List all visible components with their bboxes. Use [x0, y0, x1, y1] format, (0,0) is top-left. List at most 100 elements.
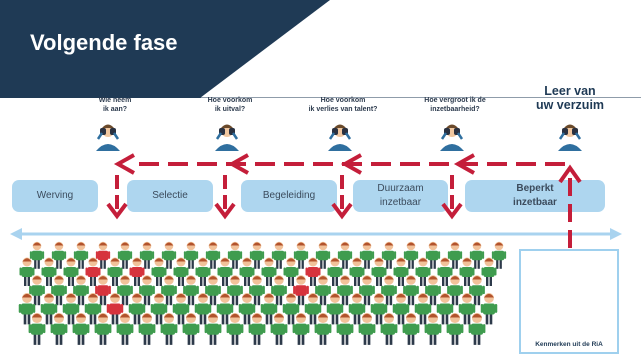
worker-figure-icon: [249, 241, 265, 269]
stage-werving: Werving: [12, 180, 98, 212]
worker-figure-icon: [292, 312, 310, 345]
worker-figure-icon: [271, 241, 287, 269]
worker-figure-icon: [94, 312, 112, 345]
worker-figure-icon: [491, 241, 507, 269]
worker-figure-icon: [73, 241, 89, 269]
worker-figure-icon: [260, 293, 278, 325]
feedback-arrowhead-icon: [340, 153, 362, 175]
timeline-arrow-left-icon: [10, 228, 22, 240]
worker-figure-icon: [117, 241, 133, 269]
worker-figure-icon: [227, 275, 243, 306]
worker-figure-icon: [29, 275, 45, 306]
worker-figure-icon: [239, 257, 255, 286]
worker-figure-icon: [139, 275, 155, 306]
worker-figure-icon: [359, 241, 375, 269]
worker-figure-icon: [106, 293, 124, 325]
observer-binoculars-icon: [328, 124, 352, 151]
worker-figure-icon: [437, 257, 453, 286]
worker-figure-icon: [172, 293, 190, 325]
stage-begeleiding: Begeleiding: [241, 180, 337, 212]
worker-figure-icon: [314, 312, 332, 345]
worker-figure-icon: [72, 312, 90, 345]
worker-figure-icon: [216, 293, 234, 325]
worker-figure-icon: [425, 241, 441, 269]
ria-up-arrowhead-icon: [558, 164, 582, 184]
worker-figure-icon: [95, 241, 111, 269]
worker-figure-icon: [392, 293, 410, 325]
down-arrowhead-icon: [214, 202, 236, 220]
worker-figure-icon: [270, 312, 288, 345]
worker-figure-icon: [238, 293, 256, 325]
worker-figure-icon: [415, 257, 431, 286]
worker-figure-icon: [359, 275, 375, 306]
worker-figure-icon: [41, 257, 57, 286]
worker-figure-icon: [358, 312, 376, 345]
worker-figure-icon: [271, 275, 287, 306]
worker-figure-icon: [95, 275, 111, 306]
worker-figure-icon: [28, 312, 46, 345]
title-bar: [0, 0, 641, 98]
worker-figure-icon: [160, 312, 178, 345]
worker-figure-icon: [150, 293, 168, 325]
ria-box: [519, 249, 619, 354]
worker-figure-icon: [261, 257, 277, 286]
worker-figure-icon: [248, 312, 266, 345]
worker-figure-icon: [469, 275, 485, 306]
worker-figure-icon: [227, 241, 243, 269]
worker-figure-icon: [51, 241, 67, 269]
worker-figure-icon: [173, 257, 189, 286]
worker-figure-icon: [381, 241, 397, 269]
worker-figure-icon: [50, 312, 68, 345]
worker-figure-icon: [84, 293, 102, 325]
feedback-arrowhead-icon: [453, 153, 475, 175]
observer-binoculars-icon: [440, 124, 464, 151]
worker-figure-icon: [183, 275, 199, 306]
worker-figure-icon: [393, 257, 409, 286]
observer-binoculars-icon: [96, 124, 120, 151]
worker-figure-icon: [62, 293, 80, 325]
worker-figure-icon: [402, 312, 420, 345]
worker-figure-icon: [447, 275, 463, 306]
worker-figure-icon: [425, 275, 441, 306]
worker-figure-icon: [183, 241, 199, 269]
worker-figure-icon: [336, 312, 354, 345]
worker-figure-icon: [249, 275, 265, 306]
worker-figure-icon: [424, 312, 442, 345]
worker-figure-icon: [326, 293, 344, 325]
worker-figure-icon: [195, 257, 211, 286]
worker-figure-icon: [403, 241, 419, 269]
worker-figure-icon: [403, 275, 419, 306]
worker-figure-icon: [293, 241, 309, 269]
worker-figure-icon: [327, 257, 343, 286]
worker-figure-icon: [458, 293, 476, 325]
worker-figure-icon: [205, 241, 221, 269]
worker-figure-icon: [315, 275, 331, 306]
worker-figure-icon: [380, 312, 398, 345]
slide-title: Volgende fase: [30, 30, 178, 55]
worker-figure-icon: [194, 293, 212, 325]
worker-figure-icon: [129, 257, 145, 286]
down-arrowhead-icon: [441, 202, 463, 220]
worker-figure-icon: [217, 257, 233, 286]
worker-figure-icon: [116, 312, 134, 345]
worker-figure-icon: [293, 275, 309, 306]
worker-figure-icon: [226, 312, 244, 345]
stage-selectie: Selectie: [127, 180, 213, 212]
observer-binoculars-icon: [215, 124, 239, 151]
feedback-arrowhead-icon: [227, 153, 249, 175]
feedback-arrowhead-icon: [113, 153, 135, 175]
worker-figure-icon: [447, 241, 463, 269]
worker-figure-icon: [161, 275, 177, 306]
worker-figure-icon: [138, 312, 156, 345]
worker-figure-icon: [305, 257, 321, 286]
timeline-arrow-right-icon: [610, 228, 622, 240]
worker-figure-icon: [304, 293, 322, 325]
